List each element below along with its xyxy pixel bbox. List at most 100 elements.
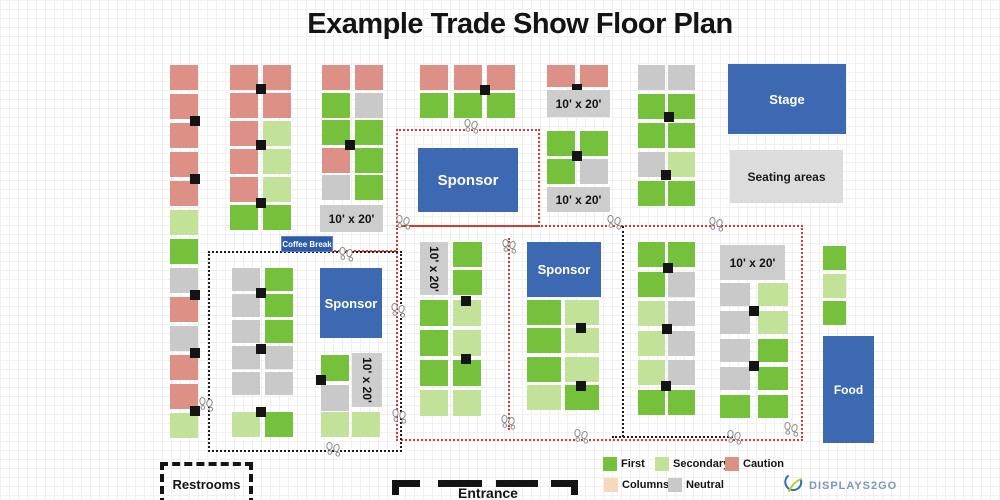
booth-cell [638,152,665,177]
column-marker [256,407,266,417]
footprints-icon [708,216,724,237]
booth-cell [321,385,349,411]
stage-label: Stage [769,91,805,107]
booth-cell [352,412,380,437]
seating-area: Seating areas [730,150,843,203]
brand-logo: DISPLAYS2GO [783,472,897,499]
footprints-icon [198,396,214,417]
booth-cell [170,355,198,380]
booth-cell [720,339,750,362]
column-marker [256,288,266,298]
booth-cell [638,181,665,206]
booth-cell [668,65,695,90]
column-marker [190,290,200,300]
booth-cell [170,326,198,351]
booth-cell [265,294,293,317]
booth-cell [355,175,383,200]
booth-cell [355,120,383,145]
booth-cell [720,283,750,306]
booth-cell [638,242,665,267]
footprints-icon [500,414,516,435]
booth-cell [265,412,293,437]
booth-cell [170,65,198,90]
booth-cell [265,268,293,291]
booth-cell [547,159,575,184]
booth-cell [232,268,260,291]
booth-cell [668,123,695,148]
booth-cell [170,94,198,119]
column-marker [461,354,471,364]
booth-cell [265,346,293,369]
size-label: 10' x 20' [352,353,382,407]
column-marker [749,361,759,371]
zone-outline [612,436,740,438]
footprints-icon [726,429,742,450]
booth-cell [232,294,260,317]
booth-cell [668,271,695,297]
booth-cell [668,360,695,386]
booth-cell [565,356,599,382]
food-label: Food [833,382,864,397]
legend-swatch-secondary [655,457,669,471]
coffee-break-label: Coffee Break [281,236,333,252]
booth-cell [638,390,665,415]
booth-cell [322,65,350,90]
booth-cell [758,367,788,390]
footprints-icon [325,441,341,462]
column-marker [576,323,586,333]
column-marker [190,406,200,416]
sponsor-2-area: Sponsor [320,268,382,338]
booth-cell [263,205,291,230]
booth-cell [420,300,448,326]
size-label: 10' x 20' [547,187,610,212]
booth-cell [668,301,695,327]
booth-cell [638,330,665,356]
size-label: 10' x 20' [547,90,610,117]
entrance-marking [392,480,399,495]
booth-cell [263,65,291,90]
sponsor-2-label: Sponsor [324,295,378,311]
footprints-icon [606,214,622,235]
stage-area: Stage [728,64,846,134]
booth-cell [170,181,198,206]
booth-cell [453,330,481,356]
booth-cell [355,147,383,173]
zone-outline [622,226,624,437]
footprints-icon [338,246,354,267]
restrooms-area: Restrooms [160,462,253,500]
booth-cell [322,92,350,118]
entrance-marking [392,480,420,487]
column-marker [664,112,674,122]
booth-cell [420,360,448,386]
column-marker [576,381,586,391]
booth-cell [758,283,788,306]
booth-cell [453,360,481,386]
booth-cell [230,93,258,118]
booth-cell [487,65,515,90]
column-marker [461,296,471,306]
booth-cell [420,330,448,356]
size-label: 10' x 20' [420,242,448,295]
column-marker [662,324,672,334]
booth-cell [580,159,608,184]
booth-cell [322,147,350,173]
size-label: 10' x 20' [720,245,785,280]
footprints-icon [501,238,517,259]
booth-cell [230,149,258,174]
page-title: Example Trade Show Floor Plan [307,8,733,40]
entrance-label: Entrance [458,485,518,500]
booth-cell [823,301,846,326]
booth-cell [565,300,599,325]
booth-cell [263,177,291,202]
restrooms-label: Restrooms [172,476,241,492]
booth-cell [638,301,665,327]
column-marker [749,306,759,316]
footprints-icon [391,408,407,429]
booth-cell [453,242,482,267]
booth-cell [355,65,383,90]
column-marker [190,174,200,184]
booth-cell [265,320,293,343]
legend-label: Secondary [673,458,730,470]
booth-cell [638,123,665,148]
booth-cell [580,65,608,87]
